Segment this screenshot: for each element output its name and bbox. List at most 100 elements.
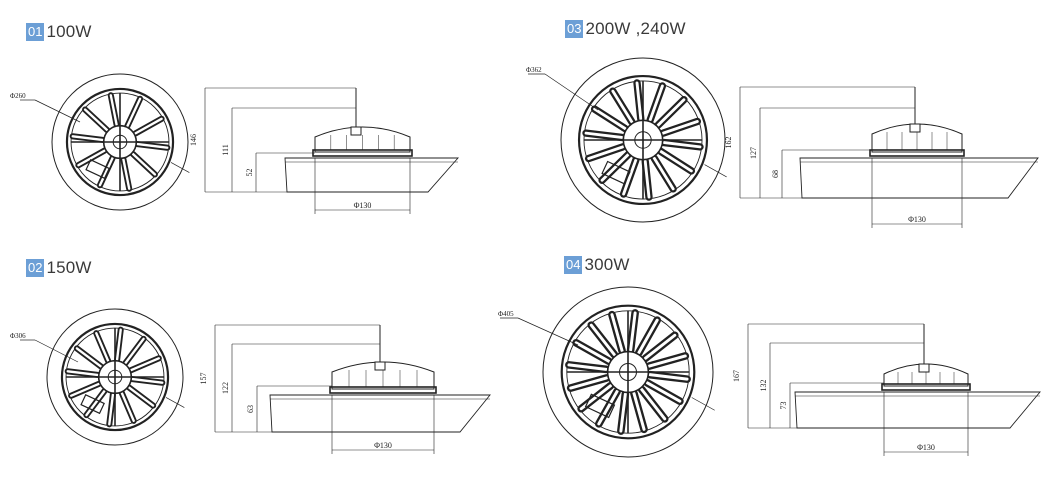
- fin-highlight: [597, 389, 619, 426]
- heatsink-ring: [60, 322, 170, 432]
- fin-highlight: [124, 337, 145, 365]
- dim-total-label: 146: [189, 134, 198, 146]
- fin-highlight: [131, 152, 157, 176]
- dim-low-label: 68: [771, 170, 780, 178]
- panel-04-leader: Φ405: [498, 310, 579, 346]
- label-plate: [584, 393, 616, 419]
- reflector: [794, 391, 1041, 429]
- fin-highlight: [98, 156, 114, 187]
- dim-mid-label: 132: [759, 380, 768, 392]
- heatsink-ring: [65, 87, 175, 197]
- hook-mount: [918, 363, 930, 373]
- fin-highlight: [622, 158, 638, 196]
- panel-04-diameter-label: Φ405: [498, 310, 514, 318]
- fin-highlight: [115, 328, 122, 361]
- panel-04-front-view: [542, 286, 715, 458]
- fin-highlight: [645, 381, 682, 403]
- fin-highlight: [77, 149, 106, 167]
- panel-03-leader: Φ362: [526, 66, 599, 111]
- panel-03-title: 200W ,240W: [585, 19, 686, 38]
- fin-highlight: [640, 387, 667, 421]
- panel-01-title: 100W: [46, 22, 92, 41]
- fin-highlight: [569, 376, 609, 390]
- outer-ring: [560, 57, 726, 223]
- fin-highlight: [131, 377, 164, 384]
- fin-highlight: [136, 142, 169, 149]
- panel-02-badge: 02: [26, 259, 45, 277]
- fin-highlight: [632, 391, 646, 431]
- panel-01-badge: 01: [26, 23, 45, 41]
- label-plate: [80, 394, 105, 415]
- fin-highlight: [652, 156, 675, 191]
- fin-highlight: [122, 158, 131, 190]
- outer-ring: [542, 286, 714, 458]
- fin-highlight: [643, 333, 677, 360]
- fin-highlight: [587, 145, 625, 160]
- fin-highlight: [661, 120, 699, 135]
- heatsink-ring: [560, 304, 696, 440]
- panel-01-heading: 01 100W: [26, 21, 92, 43]
- fin-highlight: [593, 107, 627, 130]
- fin-highlight: [584, 131, 624, 139]
- heatsink-ring: [577, 74, 709, 206]
- section-mark: [170, 162, 190, 173]
- fin-highlight: [567, 363, 608, 371]
- outer-ring: [51, 73, 189, 211]
- fin-highlight: [648, 373, 689, 381]
- fin-highlight: [130, 357, 160, 372]
- panel-02-diameter-label: Φ306: [10, 332, 26, 340]
- dim-low-label: 63: [246, 405, 255, 413]
- fin-highlight: [95, 332, 110, 362]
- dim-mid-label: 127: [749, 147, 758, 159]
- section-mark: [691, 397, 715, 411]
- fin-highlight: [656, 98, 686, 127]
- fin-highlight: [83, 108, 109, 132]
- panel-04-title: 300W: [584, 255, 630, 274]
- fin-highlight: [574, 341, 611, 363]
- reflector: [269, 394, 491, 433]
- label-plate: [601, 160, 631, 185]
- reflector: [284, 157, 459, 193]
- hook-mount: [909, 123, 921, 133]
- section-mark: [165, 397, 185, 408]
- panel-01-front-view: [51, 73, 190, 211]
- fin-highlight: [75, 347, 103, 368]
- hook-mount: [350, 126, 362, 136]
- dim-width-label: Φ130: [354, 201, 372, 210]
- outer-ring: [46, 308, 184, 446]
- panel-03-front-view: [560, 57, 727, 223]
- dim-width-label: Φ130: [908, 215, 926, 224]
- fin-highlight: [126, 97, 142, 128]
- dim-total-label: 162: [724, 137, 733, 149]
- dim-total-label: 167: [732, 370, 741, 382]
- fin-highlight: [629, 311, 637, 352]
- panel-02-heading: 02 150W: [26, 257, 92, 279]
- dim-low-label: 52: [245, 169, 254, 177]
- fin-highlight: [659, 150, 693, 173]
- fin-highlight: [662, 141, 702, 149]
- fin-highlight: [637, 318, 659, 355]
- panel-01-diameter-label: Φ260: [10, 92, 26, 100]
- fin-highlight: [66, 370, 99, 377]
- dim-mid-label: 122: [221, 382, 230, 394]
- fin-highlight: [71, 135, 104, 142]
- fin-highlight: [648, 84, 664, 122]
- fin-highlight: [643, 159, 651, 199]
- panel-04-heading: 04 300W: [564, 254, 630, 276]
- fin-highlight: [589, 323, 616, 357]
- section-mark: [704, 164, 727, 178]
- fin-highlight: [108, 393, 115, 426]
- fin-highlight: [635, 81, 643, 121]
- fin-highlight: [600, 153, 630, 182]
- panel-01-leader: Φ260: [10, 92, 81, 123]
- panel-03-heading: 03 200W ,240W: [565, 18, 686, 40]
- label-plate: [85, 159, 110, 180]
- hook-mount: [374, 361, 386, 371]
- fin-highlight: [70, 382, 100, 397]
- dim-low-label: 73: [779, 402, 788, 410]
- panel-04-badge: 04: [564, 256, 583, 274]
